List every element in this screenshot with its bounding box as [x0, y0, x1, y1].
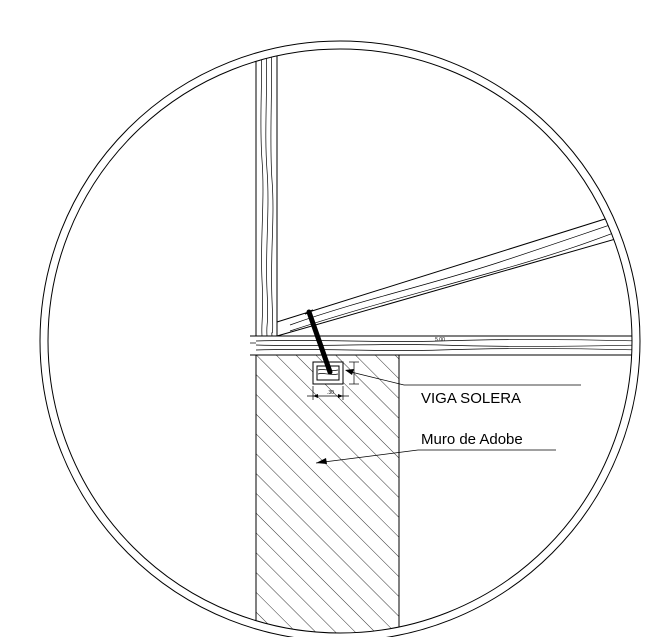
- muro-adobe-leader: [315, 449, 556, 464]
- rafter: [276, 207, 632, 337]
- detail-circle-outer: [39, 40, 641, 637]
- viga-solera-label: VIGA SOLERA: [421, 390, 521, 407]
- anchor-bolt: [304, 309, 333, 375]
- vertical-post: [255, 49, 278, 337]
- solera-dimension: [307, 361, 359, 400]
- adobe-wall: [255, 354, 400, 633]
- solera-dimension-text: .30: [327, 390, 334, 396]
- beam-dimension-text: 5.00: [435, 337, 445, 343]
- viga-solera-leader: [345, 369, 581, 386]
- tie-beam: [250, 335, 632, 356]
- muro-adobe-label: Muro de Adobe: [421, 431, 523, 448]
